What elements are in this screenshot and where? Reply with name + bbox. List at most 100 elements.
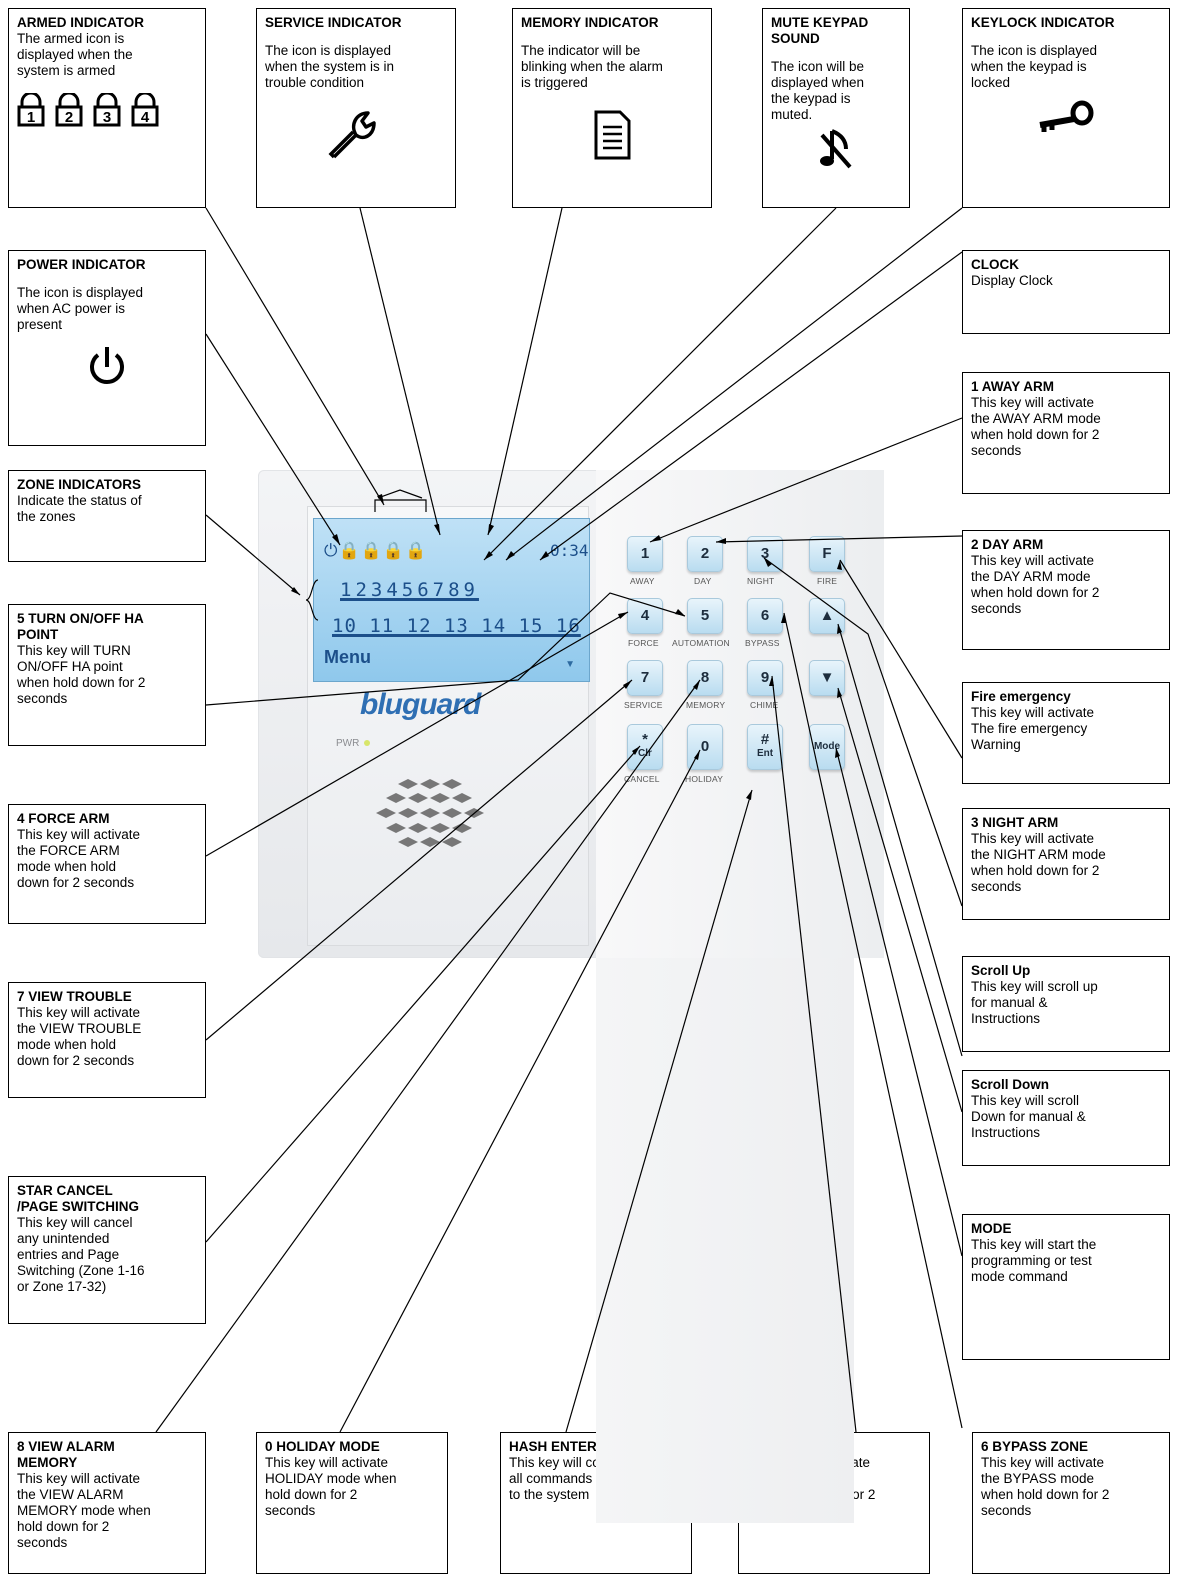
armed-lock-icon-4: 4 <box>131 93 159 127</box>
mute-keypad-desc: The icon will be displayed when the keyp… <box>771 59 865 122</box>
service-indicator-desc: The icon is displayed when the system is… <box>265 43 395 90</box>
key-scroll-down[interactable]: ▼ <box>809 660 845 696</box>
armed-lock-icon-3: 3 <box>93 93 121 127</box>
clock-desc: Display Clock <box>971 273 1053 288</box>
ha-point-desc: This key will TURN ON/OFF HA point when … <box>17 643 146 706</box>
mute-keypad-callout: MUTE KEYPAD SOUND The icon will be displ… <box>762 8 910 208</box>
speaker-grille <box>376 779 484 847</box>
key-3-night[interactable]: 3 <box>747 536 783 572</box>
key-0-holiday[interactable]: 0 <box>687 724 723 770</box>
mode-title: MODE <box>971 1221 1012 1236</box>
scroll-up-callout: Scroll Up This key will scroll up for ma… <box>962 956 1170 1052</box>
lcd-zones-row-1: 123456789 <box>340 579 479 601</box>
scroll-down-desc: This key will scroll Down for manual & I… <box>971 1093 1086 1140</box>
power-indicator-callout: POWER INDICATOR The icon is displayed wh… <box>8 250 206 446</box>
scroll-up-desc: This key will scroll up for manual & Ins… <box>971 979 1098 1026</box>
key-9-chime[interactable]: 9 <box>747 660 783 696</box>
keylock-indicator-callout: KEYLOCK INDICATOR The icon is displayed … <box>962 8 1170 208</box>
pwr-label: PWR <box>336 738 360 749</box>
lcd-status-icons: ⏻🔒🔒🔒🔒 <box>324 541 428 561</box>
scroll-down-title: Scroll Down <box>971 1077 1050 1092</box>
memory-document-icon <box>594 110 631 160</box>
key-4-label: FORCE <box>628 638 659 648</box>
holiday-mode-callout: 0 HOLIDAY MODE This key will activate HO… <box>256 1432 448 1574</box>
armed-lock-label-3: 3 <box>103 109 111 126</box>
hash-enter-title: HASH ENTER <box>509 1439 597 1454</box>
holiday-mode-title: 0 HOLIDAY MODE <box>265 1439 380 1454</box>
star-cancel-title: STAR CANCEL /PAGE SWITCHING <box>17 1183 140 1214</box>
lcd-menu-label: Menu <box>324 647 371 667</box>
key-scroll-up[interactable]: ▲ <box>809 598 845 634</box>
key-2-day[interactable]: 2 <box>687 536 723 572</box>
alarm-memory-title: 8 VIEW ALARM MEMORY <box>17 1439 115 1470</box>
armed-lock-icon-2: 2 <box>55 93 83 127</box>
key-mode[interactable]: Mode <box>809 724 845 770</box>
scroll-up-title: Scroll Up <box>971 963 1031 978</box>
alarm-memory-desc: This key will activate the VIEW ALARM ME… <box>17 1471 151 1550</box>
night-arm-callout: 3 NIGHT ARM This key will activate the N… <box>962 808 1170 920</box>
key-star-clear[interactable]: *Clr <box>627 724 663 770</box>
brand-logo: bluguard <box>360 688 481 721</box>
keypad-panel-lower <box>596 958 854 1523</box>
key-0-label: HOLIDAY <box>685 774 724 784</box>
key-f-fire[interactable]: F <box>809 536 845 572</box>
fire-emergency-callout: Fire emergency This key will activate Th… <box>962 682 1170 784</box>
away-arm-callout: 1 AWAY ARM This key will activate the AW… <box>962 372 1170 494</box>
key-8-memory[interactable]: 8 <box>687 660 723 696</box>
key-hash-enter[interactable]: #Ent <box>747 724 783 770</box>
view-trouble-title: 7 VIEW TROUBLE <box>17 989 132 1004</box>
key-1-away[interactable]: 1 <box>627 536 663 572</box>
armed-lock-label-2: 2 <box>65 109 73 126</box>
mode-desc: This key will start the programming or t… <box>971 1237 1097 1284</box>
key-4-force[interactable]: 4 <box>627 598 663 634</box>
mute-keypad-title: MUTE KEYPAD SOUND <box>771 15 869 46</box>
day-arm-desc: This key will activate the DAY ARM mode … <box>971 553 1100 616</box>
force-arm-desc: This key will activate the FORCE ARM mod… <box>17 827 141 890</box>
away-arm-desc: This key will activate the AWAY ARM mode… <box>971 395 1101 458</box>
key-6-label: BYPASS <box>745 638 780 648</box>
mode-callout: MODE This key will start the programming… <box>962 1214 1170 1360</box>
ha-point-title: 5 TURN ON/OFF HA POINT <box>17 611 144 642</box>
service-indicator-title: SERVICE INDICATOR <box>265 15 402 30</box>
armed-lock-icon-1: 1 <box>17 93 45 127</box>
alarm-memory-callout: 8 VIEW ALARM MEMORY This key will activa… <box>8 1432 206 1574</box>
key-8-label: MEMORY <box>686 700 726 710</box>
armed-indicator-title: ARMED INDICATOR <box>17 15 144 30</box>
ha-point-callout: 5 TURN ON/OFF HA POINT This key will TUR… <box>8 604 206 746</box>
lcd-clock: 0:34 <box>550 541 589 560</box>
bypass-zone-callout: 6 BYPASS ZONE This key will activate the… <box>972 1432 1170 1574</box>
key-2-label: DAY <box>694 576 712 586</box>
away-arm-title: 1 AWAY ARM <box>971 379 1055 394</box>
zone-indicators-callout: ZONE INDICATORS Indicate the status of t… <box>8 470 206 562</box>
scroll-down-callout: Scroll Down This key will scroll Down fo… <box>962 1070 1170 1166</box>
key-1-label: AWAY <box>630 576 655 586</box>
night-arm-title: 3 NIGHT ARM <box>971 815 1059 830</box>
bypass-zone-desc: This key will activate the BYPASS mode w… <box>981 1455 1110 1518</box>
memory-indicator-callout: MEMORY INDICATOR The indicator will be b… <box>512 8 712 208</box>
key-9-label: CHIME <box>750 700 779 710</box>
night-arm-desc: This key will activate the NIGHT ARM mod… <box>971 831 1106 894</box>
key-7-service[interactable]: 7 <box>627 660 663 696</box>
holiday-mode-desc: This key will activate HOLIDAY mode when… <box>265 1455 397 1518</box>
power-indicator-title: POWER INDICATOR <box>17 257 146 272</box>
armed-indicator-desc: The armed icon is displayed when the sys… <box>17 31 133 78</box>
lcd-down-arrow-icon: ▼ <box>565 659 575 670</box>
fire-emergency-title: Fire emergency <box>971 689 1071 704</box>
lcd-zones-row-2: 10 11 12 13 14 15 16 <box>332 615 581 637</box>
day-arm-title: 2 DAY ARM <box>971 537 1044 552</box>
day-arm-callout: 2 DAY ARM This key will activate the DAY… <box>962 530 1170 650</box>
star-cancel-desc: This key will cancel any unintended entr… <box>17 1215 145 1294</box>
key-5-automation[interactable]: 5 <box>687 598 723 634</box>
key-3-label: NIGHT <box>747 576 775 586</box>
wrench-icon <box>328 111 376 159</box>
memory-indicator-title: MEMORY INDICATOR <box>521 15 659 30</box>
armed-lock-label-1: 1 <box>27 109 35 126</box>
key-6-bypass[interactable]: 6 <box>747 598 783 634</box>
zone-indicators-desc: Indicate the status of the zones <box>17 493 142 524</box>
clock-callout: CLOCK Display Clock <box>962 250 1170 334</box>
key-5-label: AUTOMATION <box>672 638 730 648</box>
view-trouble-callout: 7 VIEW TROUBLE This key will activate th… <box>8 982 206 1098</box>
force-arm-title: 4 FORCE ARM <box>17 811 110 826</box>
clock-title: CLOCK <box>971 257 1019 272</box>
power-indicator-desc: The icon is displayed when AC power is p… <box>17 285 144 332</box>
